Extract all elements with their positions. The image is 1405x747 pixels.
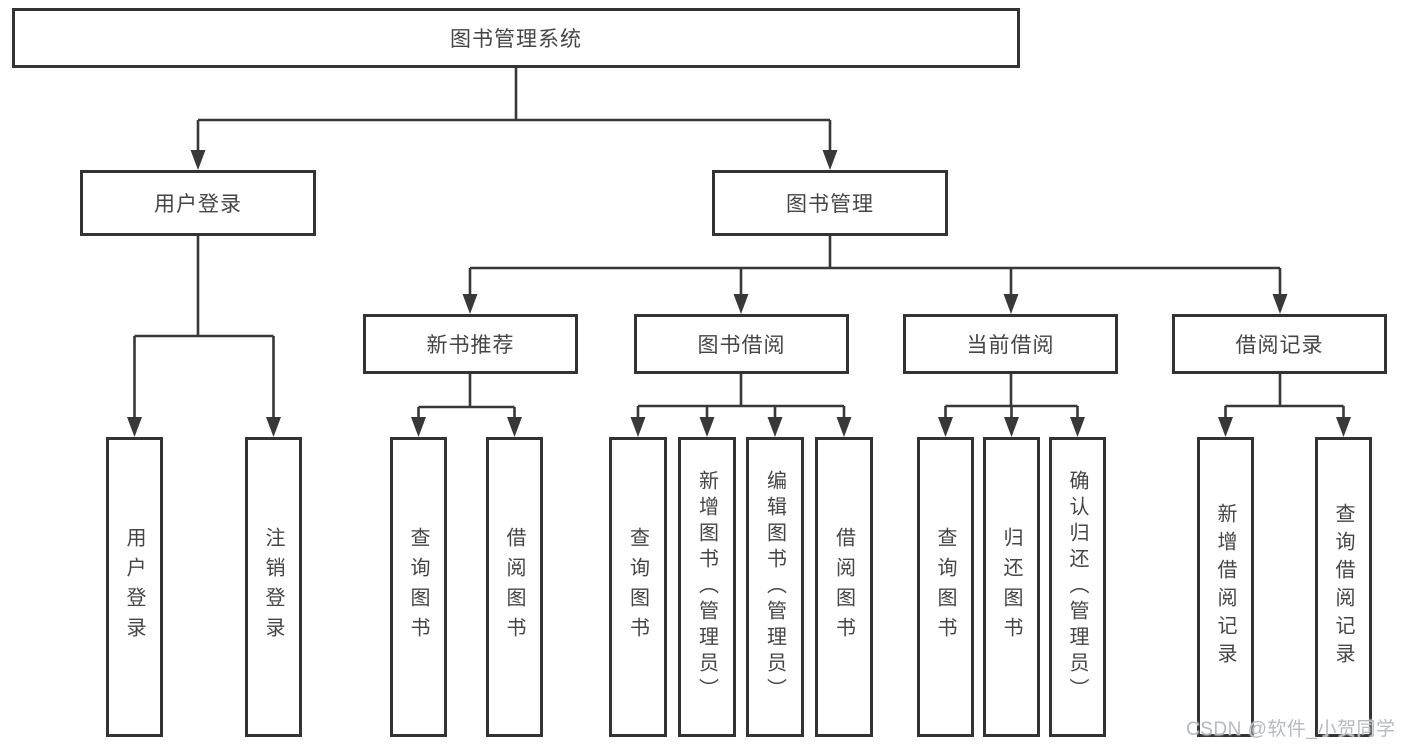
leaf-borrow-books: 借阅图书 [815,437,873,737]
leaf-query-borrow-record: 查询借阅记录 [1315,437,1372,737]
connector-current-borrow [944,374,1079,420]
node-book-borrow: 图书借阅 [634,314,849,374]
node-user-login: 用户登录 [80,170,316,236]
csdn-watermark: CSDN @软件_小贺同学 [1186,719,1396,740]
leaf-confirm-return-admin: 确认归还（管理员） [1049,437,1106,737]
leaf-recommend-query-books: 查询图书 [390,437,447,737]
connector-user-login [133,236,275,420]
leaf-add-borrow-record: 新增借阅记录 [1197,437,1254,737]
leaf-add-books-admin: 新增图书（管理员） [678,437,736,737]
node-book-management: 图书管理 [712,170,948,236]
arrowheads [127,150,1351,437]
leaf-current-query-books: 查询图书 [917,437,974,737]
leaf-recommend-borrow-books: 借阅图书 [486,437,543,737]
connector-book-borrow [636,374,846,420]
leaf-logout: 注销登录 [245,437,302,737]
node-borrow-records: 借阅记录 [1172,314,1387,374]
leaf-return-books: 归还图书 [983,437,1040,737]
leaf-user-login: 用户登录 [106,437,163,737]
connector-book-mgmt [468,236,1282,296]
leaf-edit-books-admin: 编辑图书（管理员） [746,437,804,737]
connector-root [196,68,832,152]
connector-borrow-records [1224,374,1345,420]
node-new-book-recommend: 新书推荐 [363,314,578,374]
node-root-system: 图书管理系统 [12,8,1020,68]
node-current-borrow: 当前借阅 [903,314,1118,374]
connector-new-book [417,374,516,420]
leaf-borrow-query-books: 查询图书 [609,437,667,737]
